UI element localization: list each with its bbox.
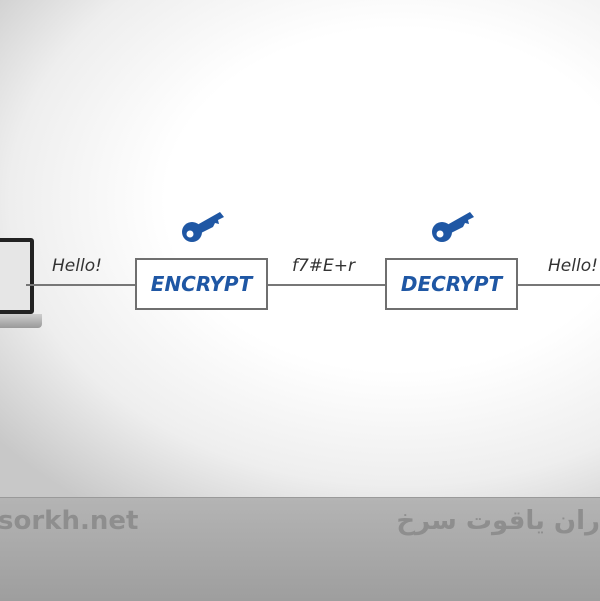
ciphertext-label: f7#E+r <box>292 256 356 276</box>
plaintext-output-label: Hello! <box>548 256 598 276</box>
laptop-base <box>0 314 42 328</box>
connector-line <box>267 284 385 286</box>
connector-line <box>26 284 136 286</box>
watermark-band: sorkh.net ران یاقوت سرخ <box>0 497 600 601</box>
key-icon <box>182 212 224 242</box>
connector-line <box>517 284 600 286</box>
watermark-brand: ران یاقوت سرخ <box>396 506 600 536</box>
encrypt-box: ENCRYPT <box>135 258 268 310</box>
watermark-domain: sorkh.net <box>0 506 139 536</box>
key-icon <box>432 212 474 242</box>
plaintext-input-label: Hello! <box>52 256 102 276</box>
laptop-icon <box>0 238 34 314</box>
decrypt-box: DECRYPT <box>385 258 518 310</box>
